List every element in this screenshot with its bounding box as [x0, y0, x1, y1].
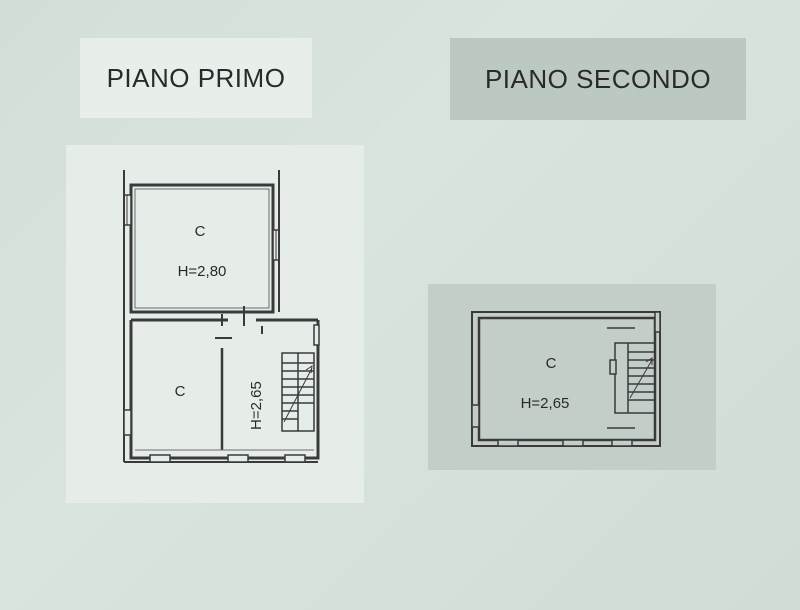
upper-room-walls: [129, 183, 275, 314]
stair-height-label: H=2,65: [248, 381, 265, 430]
stair-marks: [607, 327, 635, 429]
second-floor-room-height: H=2,65: [521, 395, 570, 412]
first-floor-panel: [66, 145, 364, 503]
second-floor-outer-walls: [471, 311, 661, 447]
stair-window: [313, 324, 320, 346]
bottom-windows: [149, 454, 306, 463]
upper-room-label: C: [195, 223, 206, 240]
lower-room-label: C: [175, 383, 186, 400]
floor-title-first: PIANO PRIMO: [80, 38, 312, 118]
floor-title-first-text: PIANO PRIMO: [106, 62, 286, 93]
door-marks: [215, 306, 263, 339]
floor-title-second: PIANO SECONDO: [450, 38, 746, 120]
lower-room-window-left: [123, 409, 132, 436]
first-floor-plan: [123, 170, 320, 463]
second-floor-plan: [471, 311, 661, 447]
second-floor-staircase: [609, 342, 656, 414]
second-floor-room-label: C: [546, 355, 557, 372]
first-floor-staircase: [281, 352, 315, 432]
floor-title-second-text: PIANO SECONDO: [484, 63, 712, 94]
upper-room-height: H=2,80: [178, 263, 227, 280]
second-floor-window-left: [471, 404, 480, 428]
upper-room-window-left: [123, 194, 132, 226]
second-floor-bottom-windows: [497, 439, 633, 447]
second-floor-window-right: [654, 311, 661, 333]
